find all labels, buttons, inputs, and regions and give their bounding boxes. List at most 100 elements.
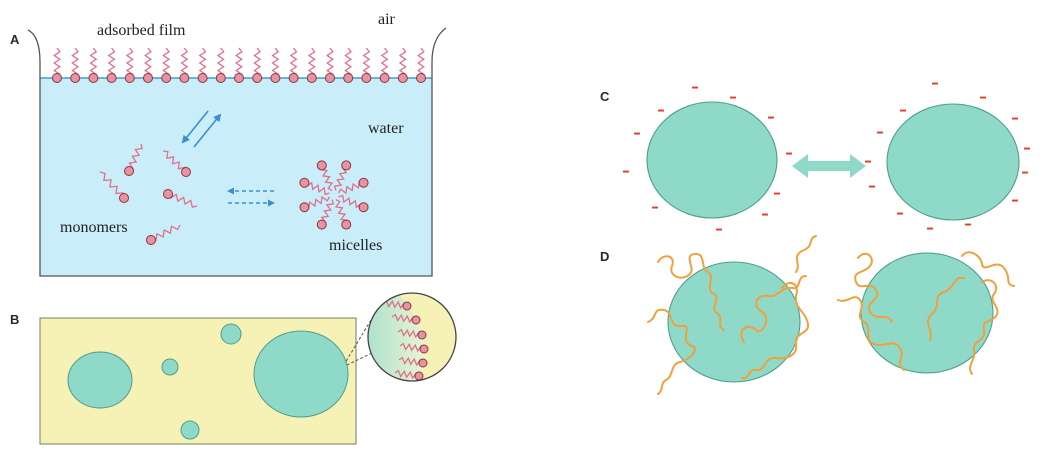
hydrophobic-tail <box>180 47 189 79</box>
hydrophobic-tail <box>380 47 389 79</box>
interfacial-surfactant-layer <box>382 299 429 381</box>
negative-charge: – <box>899 101 907 119</box>
polymer-chain <box>740 275 807 343</box>
negative-charge: – <box>864 152 872 170</box>
hydrophobic-tail <box>99 171 125 199</box>
negative-charge: – <box>785 144 793 162</box>
negative-charge: – <box>729 88 737 106</box>
magnifier-outline <box>367 292 457 382</box>
charged-droplet-right <box>886 103 1020 221</box>
polar-head <box>341 219 352 230</box>
film-surfactant-molecule <box>161 47 172 83</box>
hydrophobic-tail <box>326 47 334 79</box>
polar-head <box>179 73 190 83</box>
micelle <box>299 160 369 230</box>
panel-a-label: A <box>10 32 20 47</box>
polymer-chain <box>837 296 905 371</box>
film-surfactant-molecule <box>397 47 408 83</box>
hydrophobic-tail <box>253 47 262 79</box>
interfacial-surfactant-molecule <box>399 342 429 354</box>
film-surfactant-molecule <box>70 47 81 83</box>
polar-head <box>358 202 369 213</box>
electrostatic-repulsion-arrow <box>792 154 866 178</box>
polar-head <box>146 235 156 245</box>
polar-head <box>88 73 99 83</box>
negative-charges: –––––––––––––––––––––––– <box>622 74 1031 238</box>
polar-head <box>234 73 244 83</box>
negative-charge: – <box>773 184 781 202</box>
polar-head <box>252 73 263 83</box>
polar-head <box>418 358 428 368</box>
micelles-label: micelles <box>329 237 382 254</box>
polar-head <box>119 193 129 203</box>
polar-head <box>106 73 117 83</box>
hydrophobic-tail <box>150 224 181 242</box>
negative-charge: – <box>691 78 699 96</box>
monomers-label: monomers <box>60 219 128 236</box>
film-surfactant-molecule <box>306 47 317 83</box>
film-surfactant-molecule <box>197 47 208 83</box>
water-body <box>40 78 432 276</box>
monomer <box>163 189 198 208</box>
polymer-chains <box>647 235 1015 395</box>
negative-charge: – <box>657 101 665 119</box>
hydrophobic-tail <box>289 47 298 79</box>
hydrophobic-tail <box>162 47 171 79</box>
emulsion-droplet <box>161 358 179 376</box>
negative-charge: – <box>633 124 641 142</box>
emulsion-droplet <box>180 420 200 440</box>
polar-head <box>299 177 310 188</box>
micelle-surfactant-molecule <box>299 177 330 196</box>
film-surfactant-molecule <box>379 47 390 83</box>
negative-charge: – <box>979 88 987 106</box>
polar-head <box>215 73 226 83</box>
interfacial-surfactant-molecule <box>398 356 428 368</box>
container-outline <box>27 27 447 277</box>
charged-droplet-left <box>646 101 778 219</box>
polar-head <box>316 219 327 230</box>
panel-d-label: D <box>600 249 609 264</box>
hydrophobic-tail <box>167 193 198 208</box>
polar-head <box>379 73 390 83</box>
monomers-group <box>99 143 198 245</box>
desorption-arrow <box>181 110 209 144</box>
polar-head <box>402 301 412 311</box>
film-surfactant-molecule <box>88 47 99 83</box>
adsorbed-film <box>52 47 426 83</box>
adsorption-arrow <box>193 113 222 148</box>
film-surfactant-molecule <box>343 47 354 83</box>
film-surfactant-molecule <box>234 47 244 83</box>
hydrophobic-tail <box>162 150 187 173</box>
polar-head <box>343 73 354 83</box>
polymer-chain <box>927 276 965 341</box>
polar-head <box>316 160 327 171</box>
water-label: water <box>368 120 404 137</box>
polymer-chain <box>657 253 725 331</box>
hydrophobic-tail <box>271 47 280 79</box>
polar-head <box>143 73 153 83</box>
hydrophobic-tail <box>53 47 61 79</box>
panel-c: C –––––––––––––––––––––––– <box>600 74 1031 238</box>
interface-magnifier <box>367 292 457 382</box>
hydrophobic-tail <box>362 47 371 79</box>
micelle-surfactant-molecule <box>299 195 330 213</box>
negative-charge: – <box>931 74 939 92</box>
polar-head <box>70 73 81 83</box>
hydrophobic-tail <box>71 47 80 79</box>
polar-head <box>124 73 135 83</box>
negative-charge: – <box>622 162 630 180</box>
film-surfactant-molecule <box>361 47 372 83</box>
negative-charge: – <box>651 198 659 216</box>
polar-head <box>52 73 62 83</box>
polar-head <box>417 330 427 340</box>
film-surfactant-molecule <box>325 47 335 83</box>
steric-droplet-left <box>667 261 801 383</box>
film-surfactant-molecule <box>252 47 263 83</box>
zoom-guide-line <box>344 319 372 364</box>
polar-head <box>181 167 191 177</box>
negative-charge: – <box>1021 163 1029 181</box>
film-surfactant-molecule <box>124 47 135 83</box>
monomer <box>146 224 181 245</box>
micelle-surfactant-molecule <box>316 199 335 230</box>
